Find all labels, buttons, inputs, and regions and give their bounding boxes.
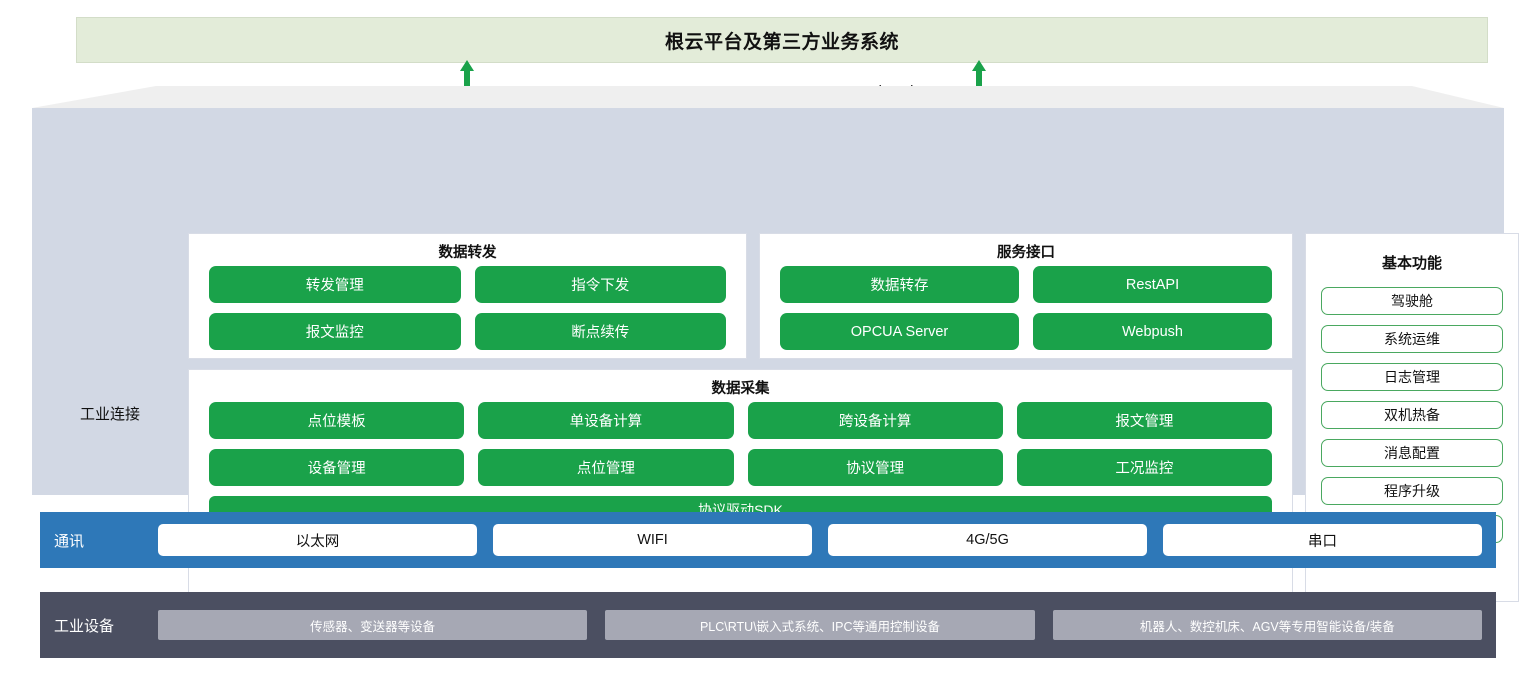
platform-banner: 根云平台及第三方业务系统 [76, 17, 1488, 63]
service-interface-card: 服务接口 数据转存 RestAPI OPCUA Server Webpush [759, 233, 1293, 359]
industrial-equipment-items: 传感器、变送器等设备 PLC\RTU\嵌入式系统、IPC等通用控制设备 机器人、… [158, 610, 1482, 640]
service-interface-button-3[interactable]: Webpush [1033, 313, 1272, 350]
service-interface-button-2[interactable]: OPCUA Server [780, 313, 1019, 350]
data-collection-button-4[interactable]: 设备管理 [209, 449, 465, 486]
industrial-equipment-chip-1[interactable]: PLC\RTU\嵌入式系统、IPC等通用控制设备 [605, 610, 1035, 640]
industrial-connection-panel: 工业连接 数据转发 转发管理 指令下发 报文监控 断点续传 服务接口 数据转存 … [32, 113, 1519, 602]
communication-chip-2[interactable]: 4G/5G [828, 524, 1147, 556]
communication-chip-3[interactable]: 串口 [1163, 524, 1482, 556]
data-forward-button-0[interactable]: 转发管理 [209, 266, 461, 303]
service-interface-button-1[interactable]: RestAPI [1033, 266, 1272, 303]
double-arrow-icon [971, 60, 987, 108]
data-collection-button-7[interactable]: 工况监控 [1016, 449, 1272, 486]
platform-banner-title: 根云平台及第三方业务系统 [664, 31, 899, 53]
service-interface-button-0[interactable]: 数据转存 [780, 266, 1019, 303]
data-forward-button-3[interactable]: 断点续传 [474, 313, 726, 350]
industrial-connection-label: 工业连接 [80, 406, 141, 423]
data-forward-title: 数据转发 [438, 245, 497, 261]
basic-function-item-0[interactable]: 驾驶舱 [1321, 287, 1503, 315]
basic-function-item-4[interactable]: 消息配置 [1321, 439, 1503, 467]
basic-functions-title: 基本功能 [1381, 255, 1442, 272]
basic-function-item-5[interactable]: 程序升级 [1321, 477, 1503, 505]
communication-chip-1[interactable]: WIFI [493, 524, 812, 556]
industrial-equipment-chip-2[interactable]: 机器人、数控机床、AGV等专用智能设备/装备 [1052, 610, 1482, 640]
data-collection-button-3[interactable]: 报文管理 [1016, 402, 1272, 439]
data-forward-button-2[interactable]: 报文监控 [209, 313, 461, 350]
basic-function-item-1[interactable]: 系统运维 [1321, 325, 1503, 353]
data-collection-button-2[interactable]: 跨设备计算 [747, 402, 1003, 439]
communication-items: 以太网 WIFI 4G/5G 串口 [158, 524, 1482, 556]
service-interface-buttons: 数据转存 RestAPI OPCUA Server Webpush [760, 266, 1292, 350]
industrial-equipment-band: 工业设备 传感器、变送器等设备 PLC\RTU\嵌入式系统、IPC等通用控制设备… [40, 592, 1496, 658]
industrial-equipment-label: 工业设备 [54, 617, 115, 635]
communication-label: 通讯 [54, 532, 85, 550]
data-collection-button-1[interactable]: 单设备计算 [478, 402, 734, 439]
data-forward-buttons: 转发管理 指令下发 报文监控 断点续传 [189, 266, 746, 350]
data-forward-card: 数据转发 转发管理 指令下发 报文监控 断点续传 [188, 233, 747, 359]
double-arrow-icon [459, 60, 475, 108]
data-collection-button-5[interactable]: 点位管理 [478, 449, 734, 486]
basic-function-item-2[interactable]: 日志管理 [1321, 363, 1503, 391]
communication-chip-0[interactable]: 以太网 [158, 524, 477, 556]
data-collection-button-0[interactable]: 点位模板 [209, 402, 465, 439]
data-collection-buttons: 点位模板 单设备计算 跨设备计算 报文管理 设备管理 点位管理 协议管理 工况监… [189, 402, 1292, 486]
basic-function-item-3[interactable]: 双机热备 [1321, 401, 1503, 429]
service-interface-title: 服务接口 [997, 245, 1055, 261]
industrial-equipment-chip-0[interactable]: 传感器、变送器等设备 [158, 610, 588, 640]
data-forward-button-1[interactable]: 指令下发 [474, 266, 726, 303]
panel-top-face [32, 86, 1504, 114]
communication-band: 通讯 以太网 WIFI 4G/5G 串口 [40, 512, 1496, 568]
data-collection-title: 数据采集 [711, 381, 770, 397]
data-collection-button-6[interactable]: 协议管理 [747, 449, 1003, 486]
